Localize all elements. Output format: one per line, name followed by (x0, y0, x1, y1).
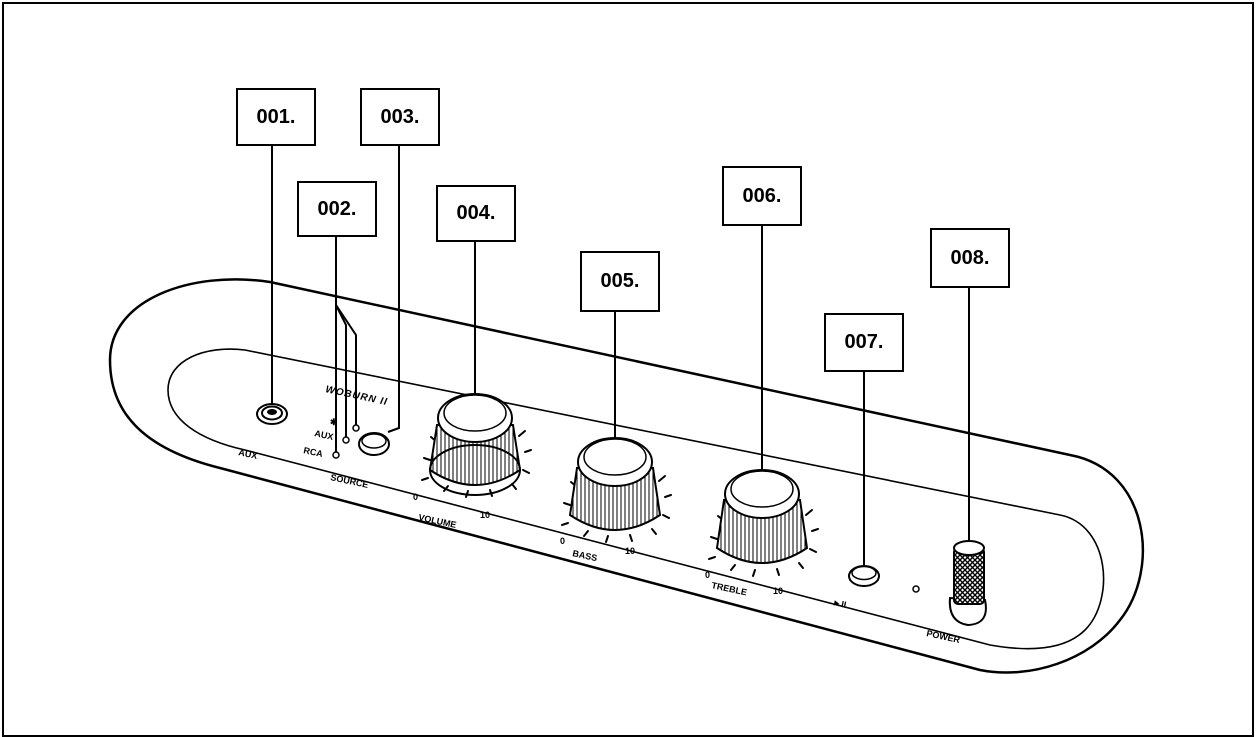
bass-min-label: 0 (560, 536, 565, 546)
callout-005: 005. (580, 251, 660, 312)
led-bluetooth (352, 424, 360, 432)
leader-002-branch-2 (335, 304, 357, 428)
source-button[interactable] (358, 432, 390, 456)
treble-min-label: 0 (705, 570, 710, 580)
bass-max-label: 10 (625, 546, 635, 556)
source-aux-label: AUX (314, 428, 335, 442)
volume-knob[interactable] (421, 393, 532, 498)
source-indicators (332, 424, 360, 459)
treble-knob[interactable] (708, 469, 819, 577)
volume-max-label: 10 (480, 510, 490, 520)
power-led (912, 585, 920, 593)
source-bluetooth-label: ✱ (330, 417, 338, 427)
callout-002: 002. (297, 181, 377, 237)
play-pause-label: ►II (832, 597, 848, 610)
callout-006: 006. (722, 166, 802, 226)
aux-jack-label: AUX (238, 447, 259, 461)
aux-jack[interactable] (256, 403, 288, 425)
treble-max-label: 10 (773, 586, 783, 596)
volume-min-label: 0 (413, 492, 418, 502)
bass-knob[interactable] (561, 437, 672, 543)
source-rca-label: RCA (303, 445, 325, 459)
callout-004: 004. (436, 185, 516, 242)
callout-003: 003. (360, 88, 440, 146)
power-toggle[interactable] (948, 540, 987, 627)
callout-007: 007. (824, 313, 904, 372)
callout-001: 001. (236, 88, 316, 146)
led-aux (342, 436, 350, 444)
callout-008: 008. (930, 228, 1010, 288)
leader-003 (387, 146, 400, 433)
play-pause-button[interactable] (848, 565, 880, 587)
led-rca (332, 451, 340, 459)
